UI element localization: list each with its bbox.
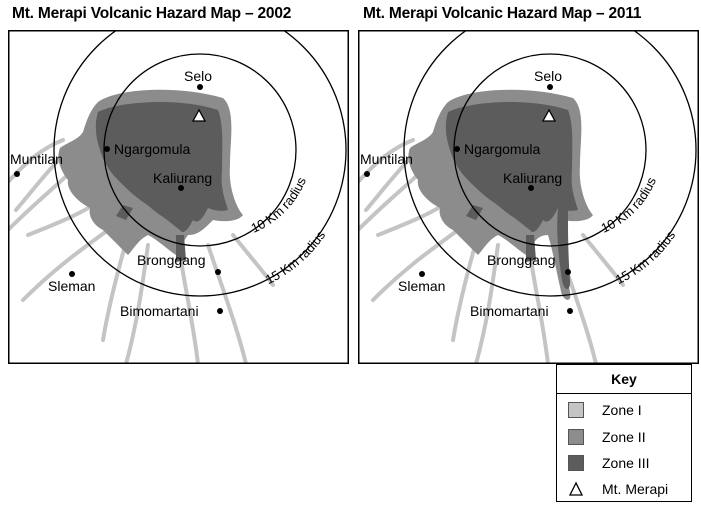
town-dot-bimomartani	[217, 308, 223, 314]
settlements	[364, 84, 573, 314]
town-dot-selo	[197, 84, 203, 90]
town-dot-muntilan	[14, 171, 20, 177]
key-label-zone-ii: Zone II	[602, 429, 646, 445]
town-dot-kaliurang	[178, 185, 184, 191]
radius-10km-label: 10 Km radius	[249, 175, 310, 236]
town-dot-ngargomula	[104, 146, 110, 152]
mt-merapi-triangle-icon	[191, 108, 207, 122]
town-dot-sleman	[69, 271, 75, 277]
town-dot-bronggang	[565, 269, 571, 275]
map-frame	[358, 30, 699, 364]
radius-15km-circle	[403, 30, 697, 297]
hazard-map-2002: Selo Ngargomula Muntilan Kaliurang Brong…	[8, 30, 349, 364]
zone-ii-swatch	[568, 429, 584, 445]
radius-15km-circle	[53, 30, 347, 297]
hazard-map-2011: Selo Ngargomula Muntilan Kaliurang Brong…	[358, 30, 699, 364]
radius-10km-label: 10 Km radius	[599, 175, 660, 236]
town-label-muntilan: Muntilan	[360, 151, 413, 167]
zone-iii-fingers	[466, 205, 571, 289]
town-label-bronggang: Bronggang	[137, 252, 206, 268]
key-label-zone-i: Zone I	[602, 402, 642, 418]
town-dot-sleman	[419, 271, 425, 277]
town-dot-bimomartani	[567, 308, 573, 314]
map-title-2011: Mt. Merapi Volcanic Hazard Map – 2011	[363, 5, 642, 22]
town-label-selo: Selo	[184, 68, 212, 84]
key-title: Key	[557, 365, 691, 394]
town-dot-bronggang	[215, 269, 221, 275]
zone-iii-fingers	[116, 205, 186, 262]
town-label-kaliurang: Kaliurang	[503, 170, 562, 186]
town-dot-muntilan	[364, 171, 370, 177]
triangle-icon	[568, 481, 584, 496]
town-label-bronggang: Bronggang	[487, 252, 556, 268]
radius-10km-circle	[453, 53, 647, 247]
town-label-bimomartani: Bimomartani	[470, 303, 549, 319]
zone-i-swatch	[568, 402, 584, 418]
map-title-2002: Mt. Merapi Volcanic Hazard Map – 2002	[12, 5, 292, 22]
radius-15km-label: 15 Km radius	[263, 227, 329, 287]
key-item-zone-i: Zone I	[568, 401, 688, 419]
key-label-mt-merapi: Mt. Merapi	[602, 481, 669, 497]
radius-15km-label: 15 Km radius	[613, 227, 679, 287]
town-label-bimomartani: Bimomartani	[120, 303, 199, 319]
key-item-mt-merapi: Mt. Merapi	[568, 480, 688, 498]
town-label-ngargomula: Ngargomula	[114, 141, 190, 157]
town-label-ngargomula: Ngargomula	[464, 141, 540, 157]
map-frame	[8, 30, 349, 364]
town-label-selo: Selo	[534, 68, 562, 84]
mt-merapi-triangle-icon	[541, 108, 557, 122]
town-dot-ngargomula	[454, 146, 460, 152]
zone-iii-area	[95, 101, 228, 232]
map-key: Key Zone I Zone II Zone III Mt. Merapi	[556, 364, 692, 502]
zone-iii-swatch	[568, 455, 584, 471]
key-item-zone-iii: Zone III	[568, 454, 688, 472]
town-dot-selo	[547, 84, 553, 90]
town-label-sleman: Sleman	[398, 278, 445, 294]
town-dot-kaliurang	[528, 185, 534, 191]
radius-10km-circle	[103, 53, 297, 247]
zone-iii-area	[445, 101, 578, 232]
key-item-zone-ii: Zone II	[568, 428, 688, 446]
town-label-sleman: Sleman	[48, 278, 95, 294]
town-label-muntilan: Muntilan	[10, 151, 63, 167]
settlements	[14, 84, 223, 314]
key-label-zone-iii: Zone III	[602, 455, 650, 471]
town-label-kaliurang: Kaliurang	[153, 170, 212, 186]
